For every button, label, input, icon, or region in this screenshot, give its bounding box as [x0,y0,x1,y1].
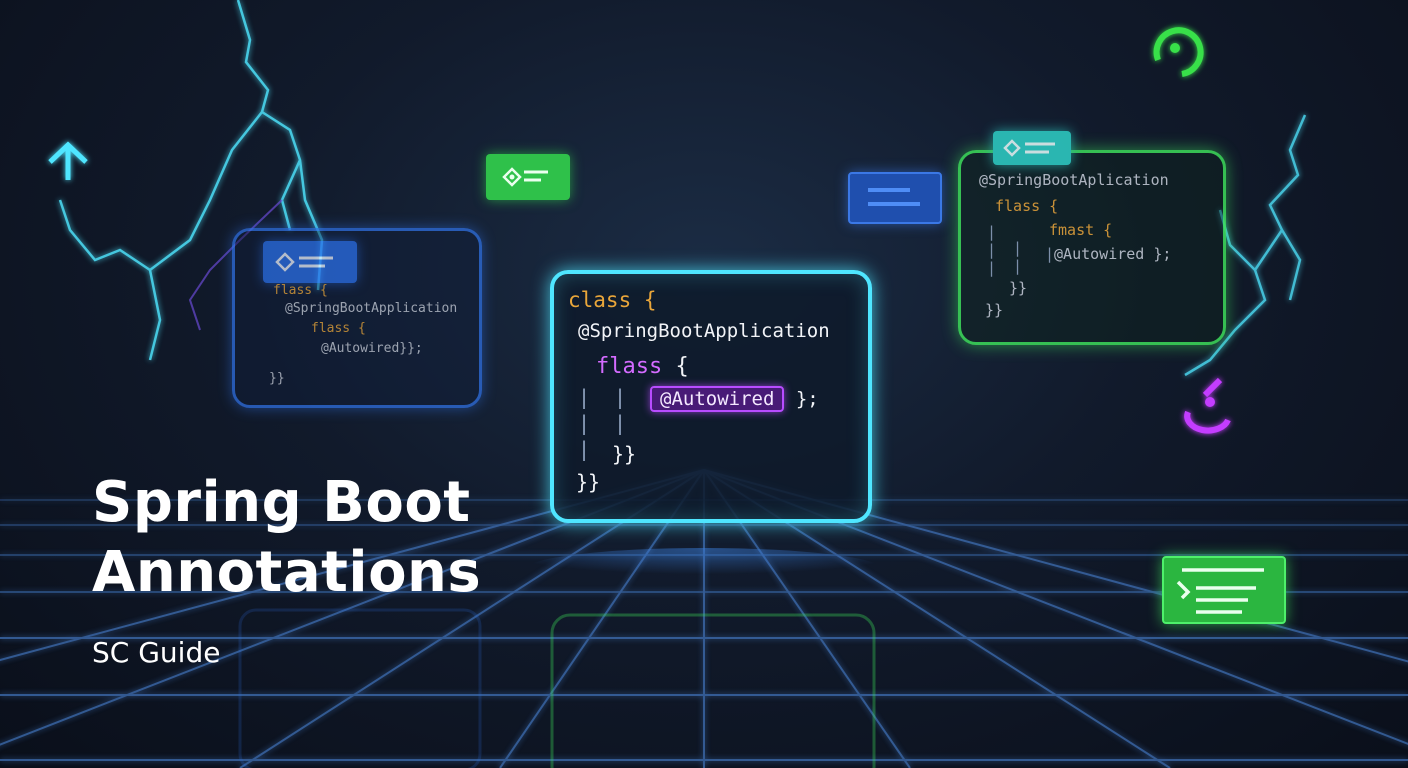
hero-subtitle: SC Guide [92,636,221,669]
code-line: }} [985,301,1004,319]
hero-title: Spring Boot Annotations [92,468,481,608]
indent-guide: || [1013,239,1023,275]
indent-guide: ||| [578,385,591,461]
tag-icon [1003,139,1055,157]
code-tail: }; [1153,245,1172,263]
code-line: flass { [995,197,1059,215]
code-tail: }; [795,388,819,410]
list-icon [868,188,920,206]
code-line: class { [568,288,657,312]
code-panel-right: @SpringBootAplication flass { fmast { |@… [958,131,1226,345]
cyan-header-chip [993,131,1071,165]
checklist-icon [1176,568,1264,614]
indent-guide: ||| [987,223,997,277]
green-tag-chip [486,154,570,200]
autowired-annotation: @Autowired [650,386,785,412]
code-line: fmast { [1049,221,1113,239]
hero-title-line1: Spring Boot [92,470,471,535]
hero-title-line2: Annotations [92,540,482,605]
lightning-left [58,0,324,361]
code-line: flass { [273,283,328,298]
purple-link-icon [1184,377,1231,434]
code-line: flass { [596,354,689,379]
refresh-icon [1153,27,1204,77]
code-line: @SpringBootApplication [285,301,458,316]
code-panel-main: class { @SpringBootApplication flass { @… [550,270,872,523]
code-line: flass { [311,321,366,336]
arrow-up-icon [48,141,88,180]
code-line: @Autowired}}; [321,341,423,356]
code-line: }} [612,442,637,466]
blue-header-chip [263,241,357,283]
code-line: @SpringBootApplication [578,320,830,342]
code-line: |@Autowired }; [1045,245,1172,263]
code-line: }} [1009,279,1028,297]
code-brace: { [675,354,689,379]
code-line: @Autowired }; [650,386,819,412]
tag-icon [275,252,333,272]
autowired-annotation: @Autowired [1054,245,1145,263]
blue-list-chip [848,172,942,224]
code-line: }} [576,470,601,494]
flass-keyword: flass [596,354,663,379]
code-panel-left: flass { @SpringBootApplication flass { @… [232,228,482,408]
indent-guide: || [614,385,627,435]
code-line: }} [269,371,285,386]
green-checklist-chip [1162,556,1286,624]
code-line: @SpringBootAplication [979,171,1169,189]
tag-icon [502,167,548,187]
